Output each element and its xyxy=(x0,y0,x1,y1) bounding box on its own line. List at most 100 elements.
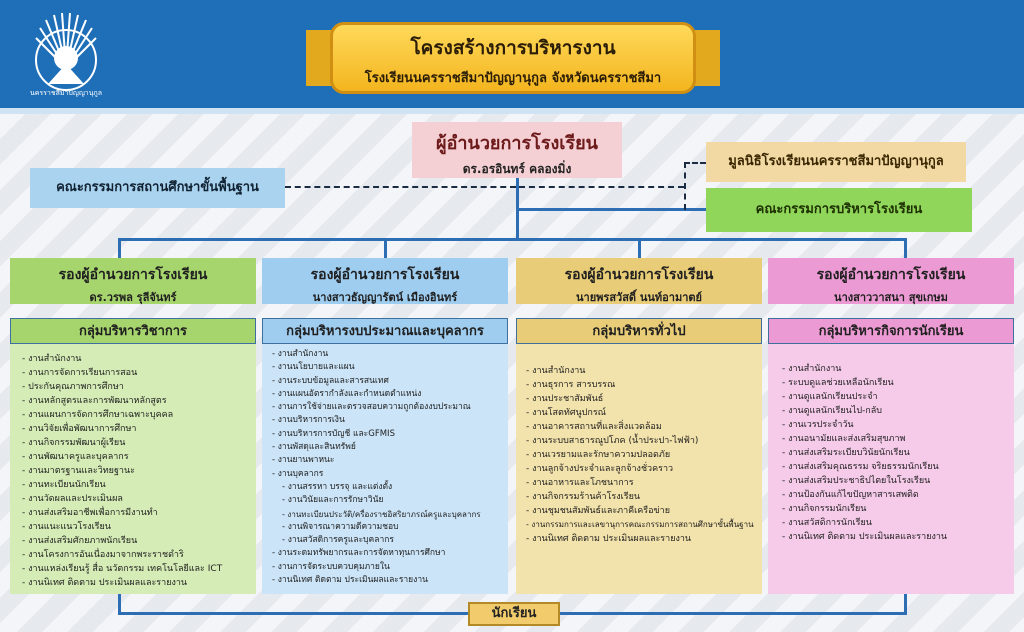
list-item: - งานสรรหา บรรจุ และแต่งตั้ง xyxy=(282,481,393,492)
dashed-link-foundation-vertical xyxy=(684,162,686,210)
connector-drop-3 xyxy=(638,238,641,258)
deputy-title: รองผู้อำนวยการโรงเรียน xyxy=(310,267,460,283)
list-item: - งานนิเทศ ติดตาม ประเมินผลและรายงาน xyxy=(272,575,428,586)
list-item: - งานนิเทศ ติดตาม ประเมินผลและรายงาน xyxy=(782,532,948,542)
list-item: - งานดูแลนักเรียนประจำ xyxy=(782,392,878,402)
list-item: - งานอนามัยและส่งเสริมสุขภาพ xyxy=(782,434,906,444)
connector-drop-2 xyxy=(384,238,387,258)
list-item: - งานประชาสัมพันธ์ xyxy=(526,394,604,404)
list-item: - งานกิจกรรมนักเรียน xyxy=(782,504,867,514)
list-item: - งานบุคลากร xyxy=(272,468,324,479)
list-item: - งานแผนการจัดการศึกษาเฉพาะบุคคล xyxy=(22,410,174,420)
list-item: - งานป้องกันแก้ไขปัญหาสารเสพติด xyxy=(782,490,919,500)
list-item: - งานธุรการ สารบรรณ xyxy=(526,380,616,390)
list-item: - งานพัฒนาครูและบุคลากร xyxy=(22,452,129,462)
connector-top-bar xyxy=(118,238,906,241)
dashed-link-board xyxy=(285,186,516,188)
list-item: - งานสำนักงาน xyxy=(526,366,586,376)
deputy-name: นางสาวธัญญารัตน์ เมืองอินทร์ xyxy=(312,291,458,304)
connector-drop-4 xyxy=(904,238,907,258)
connector-bottom-bar-right xyxy=(560,612,907,615)
list-item: - งานนิเทศ ติดตาม ประเมินผลและรายงาน xyxy=(526,534,692,544)
list-item: - งานส่งเสริมคุณธรรม จริยธรรมนักเรียน xyxy=(782,462,939,472)
deputy-name: นางสาววาสนา สุขเกษม xyxy=(834,291,948,304)
task-list-student-affairs: - งานสำนักงาน - ระบบดูแลช่วยเหลือนักเรีย… xyxy=(768,344,1014,594)
deputy-head-student-affairs: รองผู้อำนวยการโรงเรียน นางสาววาสนา สุขเก… xyxy=(768,258,1014,304)
list-item: - งานชุมชนสัมพันธ์และภาคีเครือข่าย xyxy=(526,506,670,516)
connector-admin-board xyxy=(519,208,706,211)
list-item: - งานส่งเสริมอาชีพเพื่อการมีงานทำ xyxy=(22,508,158,518)
list-item: - งานส่งเสริมระเบียบวินัยนักเรียน xyxy=(782,448,910,458)
list-item: - งานพัสดุและสินทรัพย์ xyxy=(272,442,356,453)
connector-bottom-left xyxy=(118,594,121,614)
list-item: - งานโครงการอันเนื่องมาจากพระราชดำริ xyxy=(22,550,184,560)
list-item: - งานการจัดระบบควบคุมภายใน xyxy=(272,561,390,572)
list-item: - งานลูกจ้างประจำและลูกจ้างชั่วคราว xyxy=(526,464,674,474)
director-name: ดร.อรอินทร์ คลองมิ่ง xyxy=(462,162,572,176)
deputy-head-budget: รองผู้อำนวยการโรงเรียน นางสาวธัญญารัตน์ … xyxy=(262,258,508,304)
deputy-title: รองผู้อำนวยการโรงเรียน xyxy=(564,267,714,283)
deputy-title: รองผู้อำนวยการโรงเรียน xyxy=(58,267,208,283)
list-item: - งานแนะแนวโรงเรียน xyxy=(22,522,111,532)
header-stripe xyxy=(0,108,1024,114)
dashed-link-foundation xyxy=(519,186,684,188)
list-item: - งานหลักสูตรและการพัฒนาหลักสูตร xyxy=(22,396,167,406)
list-item: - งานเวรยามและรักษาความปลอดภัย xyxy=(526,450,671,460)
page-subtitle: โรงเรียนนครราชสีมาปัญญานุกูล จังหวัดนครร… xyxy=(364,71,662,86)
list-item: - งานระบบสาธารณูปโภค (น้ำประปา-ไฟฟ้า) xyxy=(526,436,699,446)
list-item: - งานสวัสดิการนักเรียน xyxy=(782,518,872,528)
list-item: - งานการจัดการเรียนการสอน xyxy=(22,368,138,378)
list-item: - งานส่งเสริมศักยภาพนักเรียน xyxy=(22,536,138,546)
basic-education-board: คณะกรรมการสถานศึกษาขั้นพื้นฐาน xyxy=(30,168,285,208)
list-item: - งานทะเบียนนักเรียน xyxy=(22,480,106,490)
deputy-title: รองผู้อำนวยการโรงเรียน xyxy=(816,267,966,283)
list-item: - งานอาคารสถานที่และสิ่งแวดล้อม xyxy=(526,422,662,432)
page-title: โครงสร้างการบริหารงาน xyxy=(410,37,616,59)
list-item: - งานกิจกรรมร้านค้าโรงเรียน xyxy=(526,492,640,502)
list-item: - งานนิเทศ ติดตาม ประเมินผลและรายงาน xyxy=(22,578,188,588)
task-list-academic: - งานสำนักงาน - งานการจัดการเรียนการสอน … xyxy=(10,344,256,594)
list-item: - งานสวัสดิการครูและบุคลากร xyxy=(282,535,394,546)
connector-drop-1 xyxy=(118,238,121,258)
task-list-budget: - งานสำนักงาน - งานนโยบายและแผน - งานระบ… xyxy=(262,344,508,594)
group-title-student-affairs: กลุ่มบริหารกิจการนักเรียน xyxy=(768,318,1014,344)
list-item: - งานการใช้จ่ายและตรวจสอบความถูกต้องงบปร… xyxy=(272,402,471,413)
list-item: - งานนโยบายและแผน xyxy=(272,362,355,373)
list-item: - งานระดมทรัพยากรและการจัดหาทุนการศึกษา xyxy=(272,548,446,559)
deputy-name: ดร.วรพล รุลีจันทร์ xyxy=(89,291,177,304)
deputy-name: นายพรสวัสดิ์ นนท์อามาตย์ xyxy=(576,291,702,304)
list-item: - งานโสตทัศนูปกรณ์ xyxy=(526,408,607,418)
connector-bottom-right xyxy=(904,594,907,614)
list-item: - งานแผนอัตรากำลังและกำหนดตำแหน่ง xyxy=(272,388,422,399)
list-item: - งานพิจารณาความดีความชอบ xyxy=(282,521,399,532)
list-item: - งานเวรประจำวัน xyxy=(782,420,854,430)
list-item: - งานระบบข้อมูลและสารสนเทศ xyxy=(272,375,389,386)
director-box: ผู้อำนวยการโรงเรียน ดร.อรอินทร์ คลองมิ่ง xyxy=(412,122,622,178)
list-item: - งานสำนักงาน xyxy=(782,364,842,374)
connector-bottom-bar-left xyxy=(118,612,468,615)
list-item: - งานบริหารการบัญชี และGFMIS xyxy=(272,428,395,439)
group-title-general: กลุ่มบริหารทั่วไป xyxy=(516,318,762,344)
list-item: - งานสำนักงาน xyxy=(22,354,82,364)
list-item: - งานทะเบียนประวัติ/ครื่องราชอิสริยาภรณ์… xyxy=(282,509,481,519)
group-title-budget: กลุ่มบริหารงบประมาณและบุคลากร xyxy=(262,318,508,344)
title-banner: โครงสร้างการบริหารงาน โรงเรียนนครราชสีมา… xyxy=(330,22,696,94)
list-item: - งานวิจัยเพื่อพัฒนาการศึกษา xyxy=(22,424,137,434)
list-item: - งานกิจกรรมพัฒนาผู้เรียน xyxy=(22,438,126,448)
list-item: - งานมาตรฐานและวิทยฐานะ xyxy=(22,466,135,476)
logo-caption: นครราชสีมาปัญญานุกูล xyxy=(29,89,103,97)
list-item: - งานสำนักงาน xyxy=(272,349,329,359)
list-item: - งานอาหารและโภชนาการ xyxy=(526,478,634,488)
student-box: นักเรียน xyxy=(468,602,560,626)
school-logo: นครราชสีมาปัญญานุกูล xyxy=(26,8,106,100)
list-item: - งานวัดผลและประเมินผล xyxy=(22,494,123,504)
deputy-head-general: รองผู้อำนวยการโรงเรียน นายพรสวัสดิ์ นนท์… xyxy=(516,258,762,304)
group-title-academic: กลุ่มบริหารวิชาการ xyxy=(10,318,256,344)
list-item: - ประกันคุณภาพการศึกษา xyxy=(22,382,124,392)
list-item: - งานวินัยและการรักษาวินัย xyxy=(282,495,384,506)
list-item: - ระบบดูแลช่วยเหลือนักเรียน xyxy=(782,378,894,388)
list-item: - งานดูแลนักเรียนไป-กลับ xyxy=(782,406,882,416)
list-item: - งานแหล่งเรียนรู้ สื่อ นวัตกรรม เทคโนโล… xyxy=(22,564,223,574)
director-title: ผู้อำนวยการโรงเรียน xyxy=(436,133,598,154)
list-item: - งานบริหารการเงิน xyxy=(272,415,345,426)
